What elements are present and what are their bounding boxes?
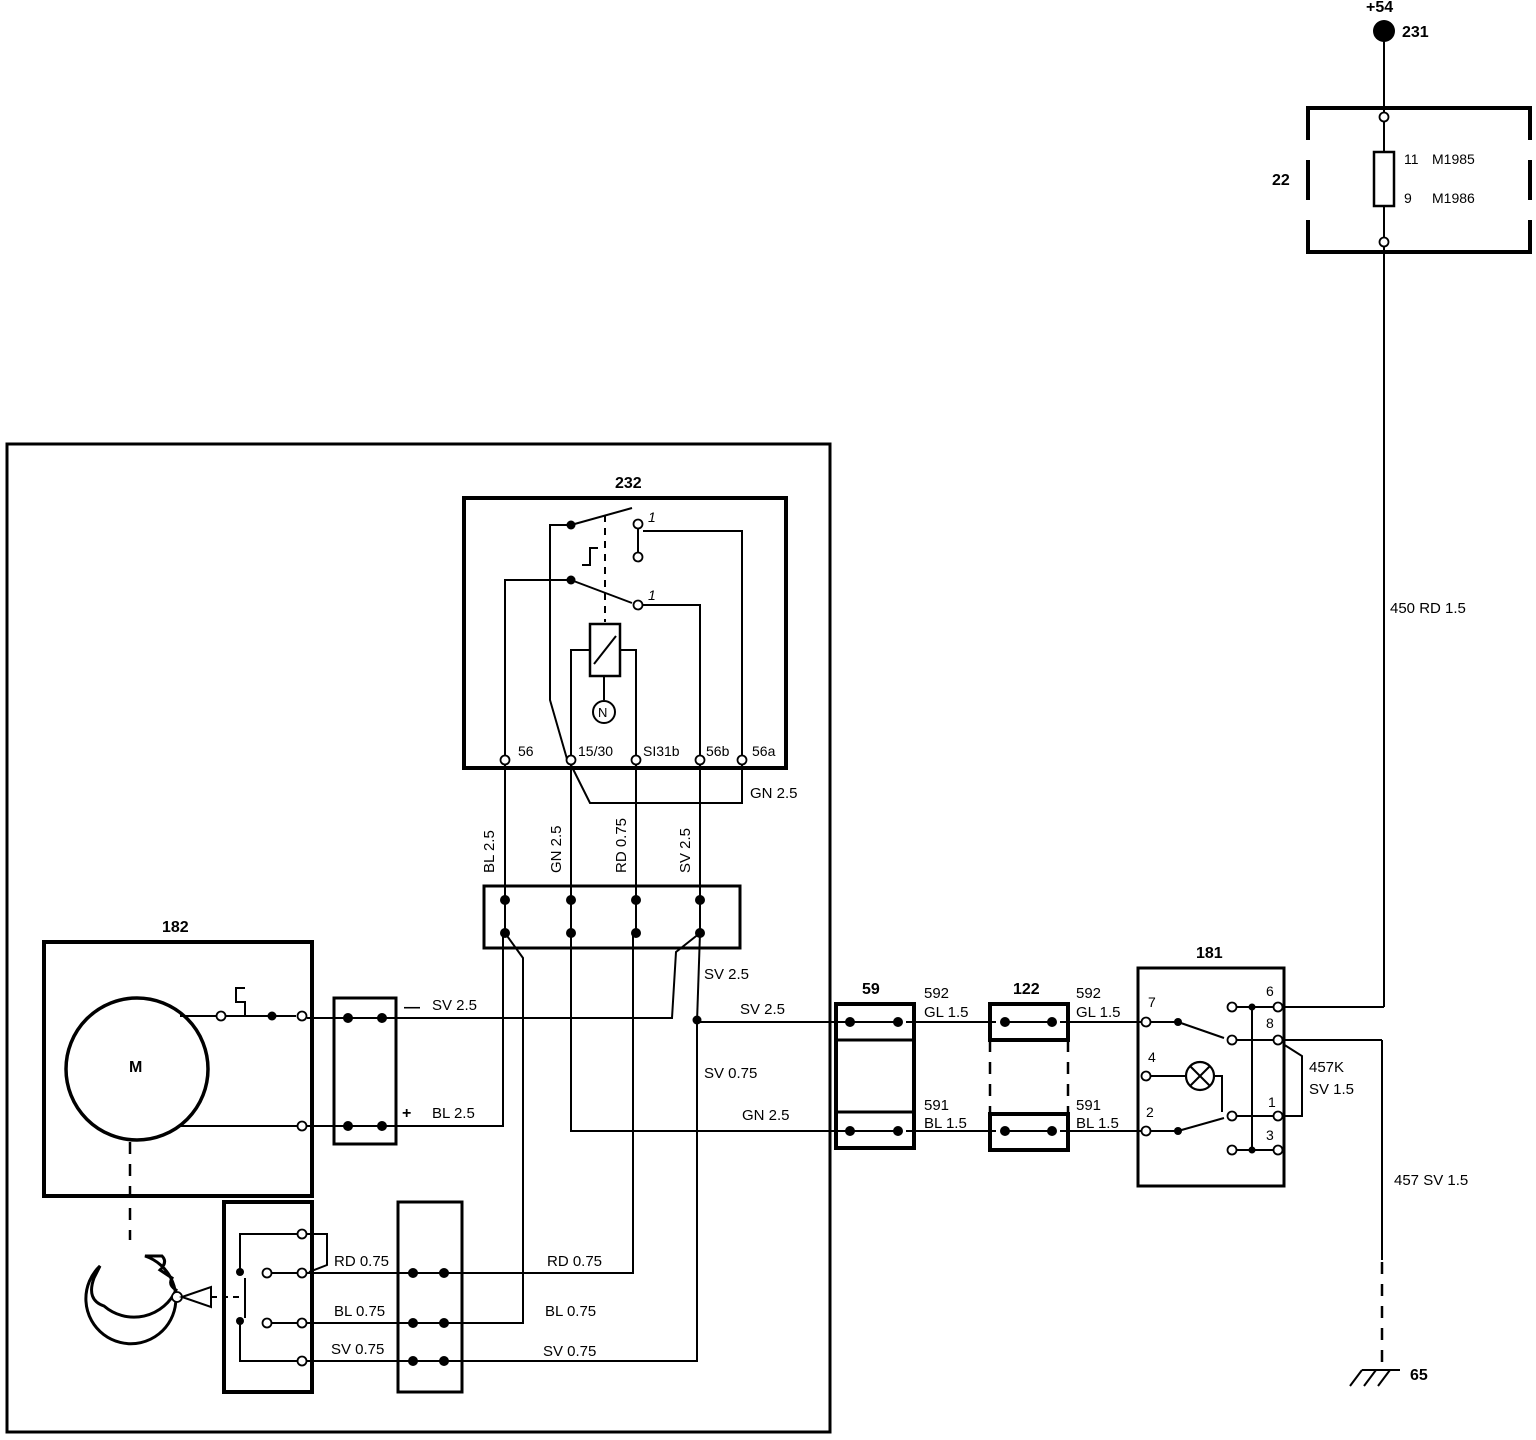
park-switch (84, 1142, 328, 1394)
ground-icon (1349, 1369, 1400, 1387)
supply-node-label: 231 (1402, 24, 1429, 41)
wire-gn25-vertical: GN 2.5 (548, 825, 565, 873)
wire-sv25-c: SV 2.5 (740, 1001, 785, 1018)
wire-bl075-right: BL 0.75 (545, 1303, 596, 1320)
relay-pin-15-30: 15/30 (578, 743, 613, 759)
park-wires: RD 0.75 BL 0.75 SV 0.75 RD 0.75 BL 0.75 … (331, 932, 697, 1362)
switch-pin-7: 7 (1148, 994, 1156, 1010)
wire-rd075-vertical: RD 0.75 (613, 818, 630, 873)
relay-contact-mark-1: 1 (648, 509, 656, 525)
connector-122-id: 122 (1013, 981, 1040, 998)
motor-id: 182 (162, 919, 189, 936)
switch-pin-2: 2 (1146, 1104, 1154, 1120)
wire-450: 450 RD 1.5 (1283, 247, 1466, 1008)
fuse-line2-num: 9 (1404, 190, 1412, 206)
wire-592-b-num: 592 (1076, 985, 1101, 1002)
cam-disc-icon (84, 1254, 178, 1346)
wire-591-a-num: 591 (924, 1097, 949, 1114)
wire-450-label: 450 RD 1.5 (1390, 600, 1466, 617)
wire-592-a-color: GL 1.5 (924, 1004, 968, 1021)
fuse-line1-num: 11 (1404, 151, 1419, 167)
fuse-box-22: 22 11 M1985 9 M1986 (1272, 106, 1532, 254)
motor-minus: — (404, 999, 420, 1016)
relay-pin-56a: 56a (752, 743, 776, 759)
wire-sv25-a: SV 2.5 (432, 997, 477, 1014)
relay-pin-56: 56 (518, 743, 534, 759)
park-connector (307, 1200, 464, 1394)
motor-plus: + (402, 1105, 411, 1122)
terminal-block (482, 884, 742, 950)
supply-feed: +54 231 (1366, 0, 1429, 116)
wire-sv25-b: SV 2.5 (704, 966, 749, 983)
wire-457-label: 457 SV 1.5 (1394, 1172, 1468, 1189)
wire-592-a-num: 592 (924, 985, 949, 1002)
wire-rd075-left: RD 0.75 (334, 1253, 389, 1270)
supply-terminal-label: +54 (1366, 0, 1393, 16)
motor-supply-wires: — SV 2.5 + BL 2.5 SV 2.5 SV 2.5 SV 0.75 … (382, 932, 850, 1362)
relay-sensor-icon: N (592, 700, 616, 724)
wire-591-b-num: 591 (1076, 1097, 1101, 1114)
wire-sv25-vertical: SV 2.5 (677, 828, 694, 873)
fuse-icon (1372, 150, 1396, 208)
wire-457k-label: 457K (1309, 1059, 1344, 1076)
switch-181: 181 7 4 2 6 8 1 3 (1136, 945, 1286, 1188)
relay-id: 232 (615, 475, 642, 492)
relay-feed-wires: BL 2.5 GN 2.5 RD 0.75 SV 2.5 (481, 765, 701, 900)
wires-592-591: 592 GL 1.5 591 BL 1.5 592 GL 1.5 591 BL … (906, 985, 1141, 1132)
wire-bl25-vertical: BL 2.5 (481, 830, 498, 873)
timer-icon (582, 547, 598, 566)
lamp-icon (1184, 1060, 1216, 1092)
fuse-box-id: 22 (1272, 172, 1290, 189)
relay-232: 232 1 1 N 56 15/ (462, 475, 788, 770)
connector-122: 122 (988, 981, 1070, 1152)
motor-symbol: M (129, 1059, 142, 1076)
relay-pin-si31b: SI31b (643, 743, 680, 759)
switch-pin-3: 3 (1266, 1127, 1274, 1143)
wire-591-a-color: BL 1.5 (924, 1115, 967, 1132)
ground-label: 65 (1410, 1367, 1428, 1384)
wire-gn25-bridge: GN 2.5 (570, 764, 798, 804)
fuse-line2-model: M1986 (1432, 190, 1475, 206)
wire-592-b-color: GL 1.5 (1076, 1004, 1120, 1021)
wire-sv075-mid: SV 0.75 (704, 1065, 757, 1082)
relay-pin-56b: 56b (706, 743, 730, 759)
motor-connector (307, 996, 398, 1146)
motor-182: 182 M (42, 919, 314, 1198)
ground-65: 65 (1349, 1367, 1428, 1387)
relay-contact-mark-2: 1 (648, 587, 656, 603)
switch-id: 181 (1196, 945, 1223, 962)
wire-rd075-right: RD 0.75 (547, 1253, 602, 1270)
wire-sv075-right: SV 0.75 (543, 1343, 596, 1360)
wiper-assembly-enclosure (5, 442, 832, 1434)
switch-pin-6: 6 (1266, 983, 1274, 999)
wire-bl075-left: BL 0.75 (334, 1303, 385, 1320)
motor-icon: M (64, 996, 210, 1142)
switch-pin-1: 1 (1268, 1094, 1276, 1110)
switch-pin-8: 8 (1266, 1015, 1274, 1031)
connector-59-id: 59 (862, 981, 880, 998)
fuse-line1-model: M1985 (1432, 151, 1475, 167)
wire-gn25-mid: GN 2.5 (742, 1107, 790, 1124)
connector-59: 59 (834, 981, 916, 1150)
wire-457: 457 SV 1.5 457K SV 1.5 (1282, 1039, 1468, 1370)
switch-pin-4: 4 (1148, 1049, 1156, 1065)
wire-591-b-color: BL 1.5 (1076, 1115, 1119, 1132)
wire-457k-color: SV 1.5 (1309, 1081, 1354, 1098)
wire-sv075-left: SV 0.75 (331, 1341, 384, 1358)
wire-gn25-bridge-label: GN 2.5 (750, 785, 798, 802)
wire-bl25-horizontal: BL 2.5 (432, 1105, 475, 1122)
svg-text:N: N (598, 705, 607, 720)
